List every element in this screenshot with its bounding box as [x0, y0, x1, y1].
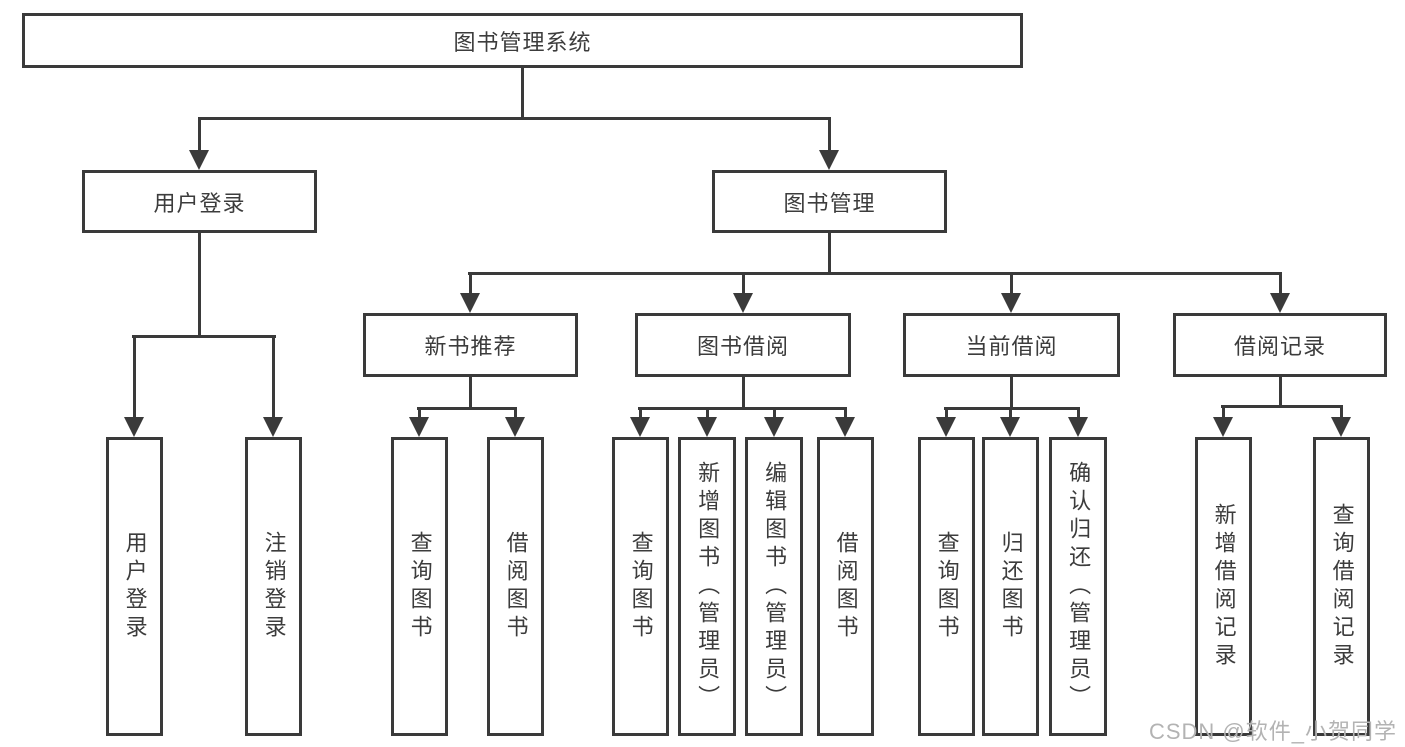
- arrowhead-down-icon: [936, 417, 956, 437]
- leaf-currentborrow-query-book: 查询图书: [918, 437, 975, 736]
- leaf-bookborrow-borrow-book-label: 借阅图书: [833, 530, 859, 643]
- arrowhead-down-icon: [835, 417, 855, 437]
- node-book-management-label: 图书管理: [783, 190, 876, 216]
- connector-line: [828, 117, 831, 155]
- leaf-bookborrow-add-book-admin-label: 新增图书（管理员）: [695, 460, 721, 713]
- node-borrow-record: 借阅记录: [1173, 313, 1387, 377]
- arrowhead-down-icon: [1000, 417, 1020, 437]
- leaf-currentborrow-query-book-label: 查询图书: [934, 530, 960, 643]
- leaf-bookborrow-borrow-book: 借阅图书: [817, 437, 874, 736]
- node-root-label: 图书管理系统: [453, 29, 592, 55]
- connector-line: [706, 407, 709, 422]
- arrowhead-down-icon: [630, 417, 650, 437]
- connector-line: [198, 117, 201, 155]
- connector-line: [198, 117, 831, 120]
- arrowhead-down-icon: [1068, 417, 1088, 437]
- leaf-newbook-borrow-book: 借阅图书: [487, 437, 544, 736]
- leaf-record-add-borrow-record-label: 新增借阅记录: [1211, 502, 1237, 671]
- leaf-logout-label: 注销登录: [261, 530, 287, 643]
- connector-line: [742, 377, 745, 410]
- connector-line: [638, 407, 847, 410]
- node-book-management: 图书管理: [712, 170, 947, 233]
- connector-line: [133, 335, 136, 422]
- arrowhead-down-icon: [1331, 417, 1351, 437]
- connector-line: [514, 407, 517, 422]
- node-new-book-recommend: 新书推荐: [363, 313, 578, 377]
- connector-line: [639, 407, 642, 422]
- connector-line: [742, 272, 745, 298]
- leaf-currentborrow-return-book: 归还图书: [982, 437, 1039, 736]
- connector-line: [1009, 407, 1012, 422]
- connector-line: [944, 407, 1080, 410]
- node-borrow-record-label: 借阅记录: [1233, 334, 1326, 359]
- connector-line: [1010, 377, 1013, 410]
- arrowhead-down-icon: [697, 417, 717, 437]
- connector-line: [132, 335, 276, 338]
- leaf-bookborrow-edit-book-admin-label: 编辑图书（管理员）: [762, 460, 788, 713]
- leaf-bookborrow-query-book: 查询图书: [612, 437, 669, 736]
- connector-line: [1010, 272, 1013, 298]
- leaf-bookborrow-query-book-label: 查询图书: [628, 530, 654, 643]
- arrowhead-down-icon: [124, 417, 144, 437]
- leaf-currentborrow-confirm-return-admin-label: 确认归还（管理员）: [1066, 460, 1092, 713]
- arrowhead-down-icon: [189, 150, 209, 170]
- connector-line: [468, 272, 1282, 275]
- leaf-newbook-query-book: 查询图书: [391, 437, 448, 736]
- connector-line: [418, 407, 421, 422]
- arrowhead-down-icon: [764, 417, 784, 437]
- connector-line: [417, 407, 517, 410]
- leaf-logout: 注销登录: [245, 437, 302, 736]
- node-current-borrow-label: 当前借阅: [965, 334, 1058, 359]
- connector-line: [773, 407, 776, 422]
- node-book-borrow-label: 图书借阅: [696, 334, 789, 359]
- leaf-bookborrow-edit-book-admin: 编辑图书（管理员）: [745, 437, 803, 736]
- connector-line: [1077, 407, 1080, 422]
- leaf-bookborrow-add-book-admin: 新增图书（管理员）: [678, 437, 736, 736]
- leaf-record-query-borrow-record-label: 查询借阅记录: [1329, 502, 1355, 671]
- connector-line: [1279, 272, 1282, 298]
- connector-line: [1222, 405, 1225, 422]
- connector-line: [469, 377, 472, 410]
- connector-line: [1221, 405, 1343, 408]
- connector-line: [844, 407, 847, 422]
- arrowhead-down-icon: [460, 293, 480, 313]
- connector-line: [828, 233, 831, 275]
- leaf-currentborrow-return-book-label: 归还图书: [998, 530, 1024, 643]
- connector-line: [272, 335, 275, 422]
- arrowhead-down-icon: [1270, 293, 1290, 313]
- node-book-borrow: 图书借阅: [635, 313, 851, 377]
- leaf-user-login-label: 用户登录: [122, 530, 148, 643]
- arrowhead-down-icon: [409, 417, 429, 437]
- leaf-currentborrow-confirm-return-admin: 确认归还（管理员）: [1049, 437, 1107, 736]
- leaf-record-add-borrow-record: 新增借阅记录: [1195, 437, 1252, 736]
- connector-line: [1340, 405, 1343, 422]
- node-current-borrow: 当前借阅: [903, 313, 1120, 377]
- arrowhead-down-icon: [263, 417, 283, 437]
- connector-line: [1279, 377, 1282, 408]
- connector-line: [945, 407, 948, 422]
- node-new-book-recommend-label: 新书推荐: [424, 334, 517, 359]
- leaf-newbook-query-book-label: 查询图书: [407, 530, 433, 643]
- arrowhead-down-icon: [733, 293, 753, 313]
- node-user-login: 用户登录: [82, 170, 317, 233]
- arrowhead-down-icon: [1213, 417, 1233, 437]
- node-root: 图书管理系统: [22, 13, 1023, 68]
- leaf-newbook-borrow-book-label: 借阅图书: [503, 530, 529, 643]
- arrowhead-down-icon: [505, 417, 525, 437]
- node-user-login-label: 用户登录: [153, 190, 246, 216]
- connector-line: [521, 68, 524, 120]
- leaf-record-query-borrow-record: 查询借阅记录: [1313, 437, 1370, 736]
- arrowhead-down-icon: [1001, 293, 1021, 313]
- arrowhead-down-icon: [819, 150, 839, 170]
- leaf-user-login: 用户登录: [106, 437, 163, 736]
- connector-line: [198, 233, 201, 338]
- csdn-watermark: CSDN @软件_小贺同学: [1148, 719, 1397, 744]
- connector-line: [469, 272, 472, 298]
